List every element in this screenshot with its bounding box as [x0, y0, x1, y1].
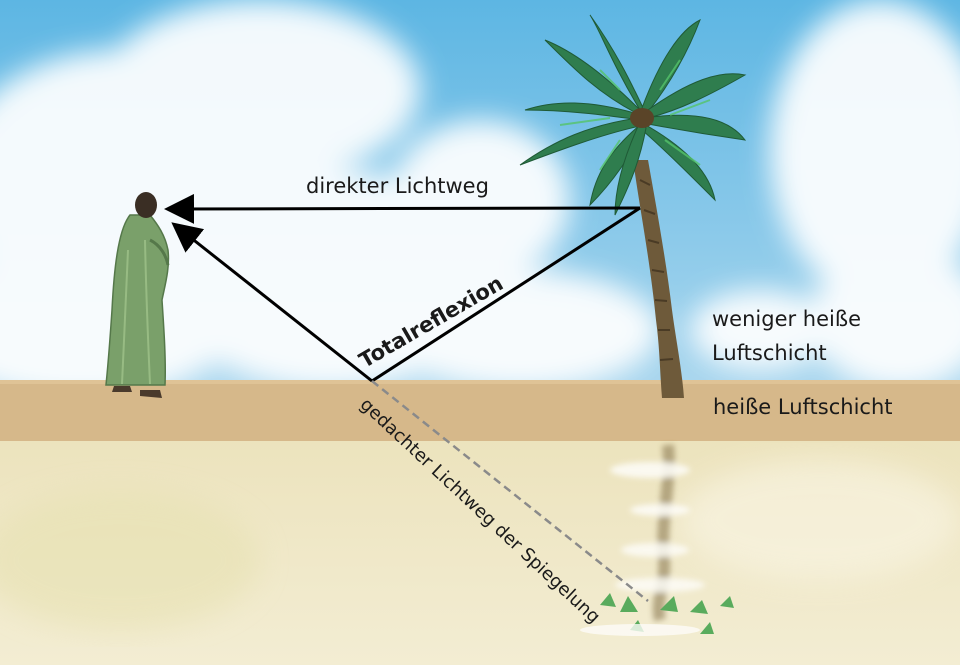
label-cooler-air-layer: weniger heiße Luftschicht — [712, 302, 932, 370]
head — [135, 192, 157, 218]
direct-light-path-arrow — [170, 208, 640, 209]
label-hot-air-layer: heiße Luftschicht — [713, 395, 893, 419]
label-direct-light-path: direkter Lichtweg — [306, 174, 489, 198]
